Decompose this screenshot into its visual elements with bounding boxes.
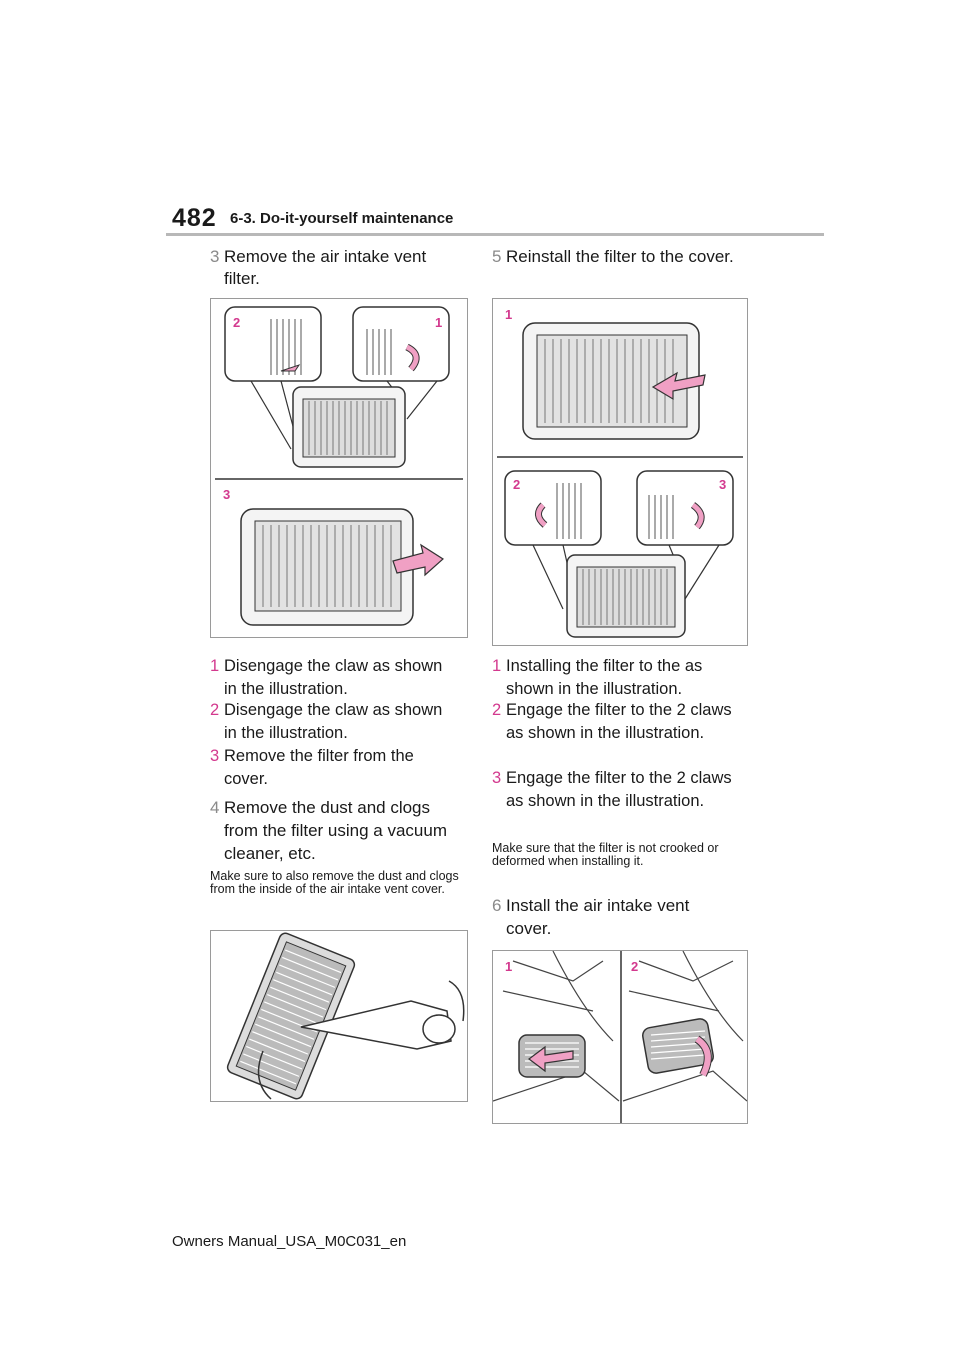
figure-remove-filter: 2 1 3 (210, 298, 468, 638)
callout-1: 1 (435, 315, 442, 330)
step-number: 3 (210, 247, 220, 266)
section-title: 6-3. Do-it-yourself maintenance (230, 210, 454, 227)
install-cover-illustration: 1 2 (493, 951, 747, 1123)
callout-3: 3 (223, 487, 230, 502)
callout-2: 2 (513, 477, 520, 492)
page-number: 482 (172, 204, 217, 232)
left-note: Make sure to also remove the dust and cl… (210, 869, 459, 896)
substep-text: Disengage the claw as shown in the illus… (224, 657, 443, 698)
right-note: Make sure that the filter is not crooked… (492, 841, 719, 868)
substep-text: Remove the filter from the cover. (224, 747, 414, 788)
substep-number: 3 (210, 747, 220, 765)
callout-2: 2 (631, 959, 638, 974)
callout-1: 1 (505, 959, 512, 974)
substep-text: Engage the filter to the 2 claws as show… (506, 769, 732, 810)
callout-3: 3 (719, 477, 726, 492)
substep-number: 2 (210, 701, 220, 719)
step-text: Remove the dust and clogs from the filte… (224, 798, 447, 863)
substep-text: Engage the filter to the 2 claws as show… (506, 701, 732, 742)
callout-2: 2 (233, 315, 240, 330)
reinstall-filter-illustration: 1 2 3 (497, 307, 743, 638)
footer-document-id: Owners Manual_USA_M0C031_en (172, 1233, 407, 1250)
substep-number: 3 (492, 769, 502, 787)
callout-1: 1 (505, 307, 512, 322)
step-text: Install the air intake vent cover. (506, 896, 690, 938)
figure-install-cover: 1 2 (492, 950, 748, 1124)
step-text: Remove the air intake vent filter. (224, 247, 427, 288)
figure-reinstall-filter: 1 2 3 (492, 298, 748, 646)
figure-vacuum (210, 930, 468, 1102)
substep-text: Installing the filter to the as shown in… (506, 657, 703, 698)
substep-number: 1 (492, 657, 502, 675)
vacuum-illustration (226, 932, 465, 1100)
substep-text: Disengage the claw as shown in the illus… (224, 701, 443, 742)
step-number: 5 (492, 247, 502, 266)
header-rule (166, 233, 824, 236)
step-text: Reinstall the filter to the cover. (506, 247, 734, 266)
substep-number: 2 (492, 701, 502, 719)
remove-filter-illustration: 2 1 3 (215, 306, 463, 626)
step-number: 6 (492, 896, 502, 915)
step-number: 4 (210, 798, 220, 817)
substep-number: 1 (210, 657, 220, 675)
